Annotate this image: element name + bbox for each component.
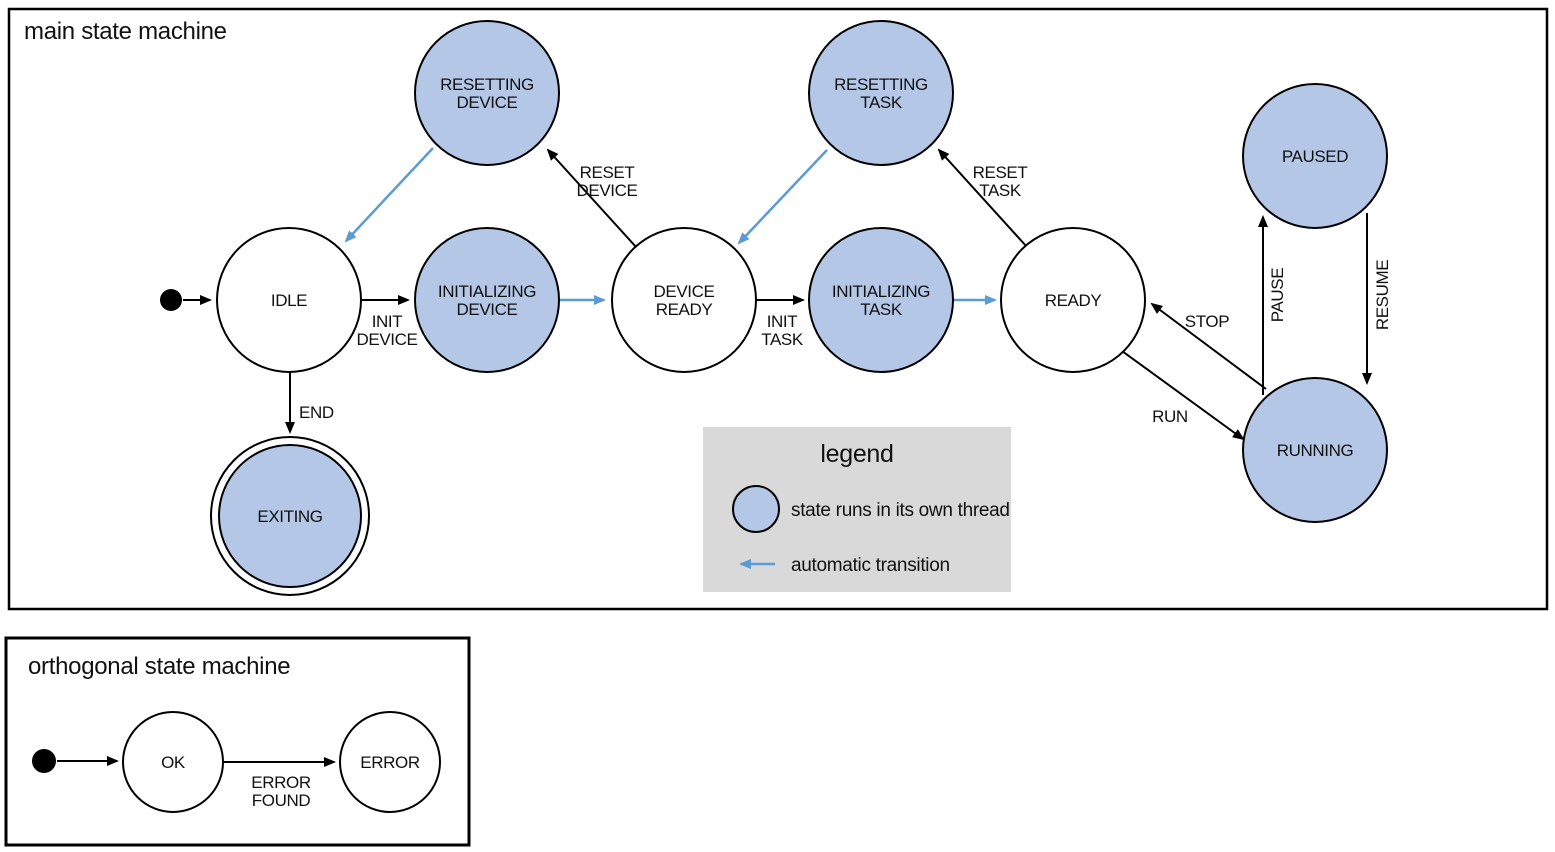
state-paused: PAUSED: [1242, 83, 1388, 229]
transition-stop-label: STOP: [1185, 312, 1229, 331]
svg-text:OK: OK: [161, 753, 186, 772]
orthogonal-machine-frame: [4, 636, 471, 847]
transition-reset-device-arrow: [546, 148, 637, 248]
svg-text:INITIALIZING: INITIALIZING: [832, 282, 930, 301]
svg-text:DEVICE: DEVICE: [457, 93, 518, 112]
transition-run-arrow: [1121, 350, 1245, 441]
legend-title: legend: [820, 440, 893, 468]
state-resetting-device: RESETTING DEVICE: [414, 20, 560, 166]
orthogonal-state-machine: orthogonal state machine ERROR FOUND OK …: [4, 636, 471, 847]
svg-text:TASK: TASK: [860, 300, 903, 319]
state-idle: IDLE: [216, 227, 362, 373]
svg-text:RESETTING: RESETTING: [440, 75, 534, 94]
svg-text:READY: READY: [1045, 291, 1102, 310]
legend-thread-state-icon: [732, 485, 780, 533]
svg-text:INIT: INIT: [372, 312, 403, 331]
svg-text:DEVICE: DEVICE: [577, 181, 638, 200]
svg-text:READY: READY: [656, 300, 713, 319]
svg-text:PAUSED: PAUSED: [1282, 147, 1348, 166]
svg-text:FOUND: FOUND: [252, 791, 311, 810]
legend-auto-transition-label: automatic transition: [791, 555, 950, 576]
state-resetting-task: RESETTING TASK: [808, 20, 954, 166]
state-running: RUNNING: [1242, 377, 1388, 523]
orthogonal-machine-title: orthogonal state machine: [28, 653, 290, 680]
svg-text:RUNNING: RUNNING: [1277, 441, 1354, 460]
svg-text:RESET: RESET: [973, 163, 1028, 182]
svg-text:RESETTING: RESETTING: [834, 75, 928, 94]
main-machine-title: main state machine: [24, 18, 227, 45]
state-initializing-task: INITIALIZING TASK: [808, 227, 954, 373]
main-state-machine: main state machine INIT DEVICE RESET DEV…: [7, 7, 1549, 611]
transition-error-found-label: ERROR FOUND: [251, 773, 311, 810]
orthogonal-initial-state-dot: [32, 749, 56, 773]
state-initializing-device: INITIALIZING DEVICE: [414, 227, 560, 373]
transition-reset-task-arrow: [937, 148, 1028, 248]
initial-state-dot: [160, 289, 182, 311]
svg-text:TASK: TASK: [860, 93, 903, 112]
transition-init-task-label: INIT TASK: [761, 312, 804, 349]
state-ok: OK: [122, 711, 224, 813]
svg-text:INIT: INIT: [767, 312, 798, 331]
svg-text:IDLE: IDLE: [271, 291, 307, 310]
transition-reset-device-label: RESET DEVICE: [577, 163, 638, 200]
state-device-ready: DEVICE READY: [611, 227, 757, 373]
transition-init-device-label: INIT DEVICE: [357, 312, 418, 349]
svg-text:DEVICE: DEVICE: [457, 300, 518, 319]
svg-text:ERROR: ERROR: [251, 773, 311, 792]
transition-run-label: RUN: [1152, 407, 1188, 426]
main-machine-frame: [7, 7, 1549, 611]
transition-pause-label: PAUSE: [1268, 268, 1287, 322]
svg-text:RESET: RESET: [580, 163, 635, 182]
svg-text:TASK: TASK: [761, 330, 804, 349]
svg-text:ERROR: ERROR: [360, 753, 420, 772]
transition-reset-task-label: RESET TASK: [973, 163, 1028, 200]
legend: legend state runs in its own thread auto…: [703, 427, 1011, 592]
svg-text:INITIALIZING: INITIALIZING: [438, 282, 536, 301]
transition-resume-label: RESUME: [1373, 260, 1392, 330]
transition-stop-arrow: [1150, 302, 1267, 390]
state-ready: READY: [1000, 227, 1146, 373]
transition-auto-resettask-to-devready-arrow: [737, 149, 828, 245]
svg-text:EXITING: EXITING: [257, 507, 322, 526]
state-error: ERROR: [339, 711, 441, 813]
transition-auto-resetdev-to-idle-arrow: [344, 147, 434, 243]
state-exiting-final: EXITING: [210, 436, 370, 596]
svg-text:TASK: TASK: [979, 181, 1022, 200]
svg-text:DEVICE: DEVICE: [654, 282, 715, 301]
legend-thread-state-label: state runs in its own thread: [791, 500, 1010, 521]
svg-text:DEVICE: DEVICE: [357, 330, 418, 349]
transition-end-label: END: [299, 403, 334, 422]
